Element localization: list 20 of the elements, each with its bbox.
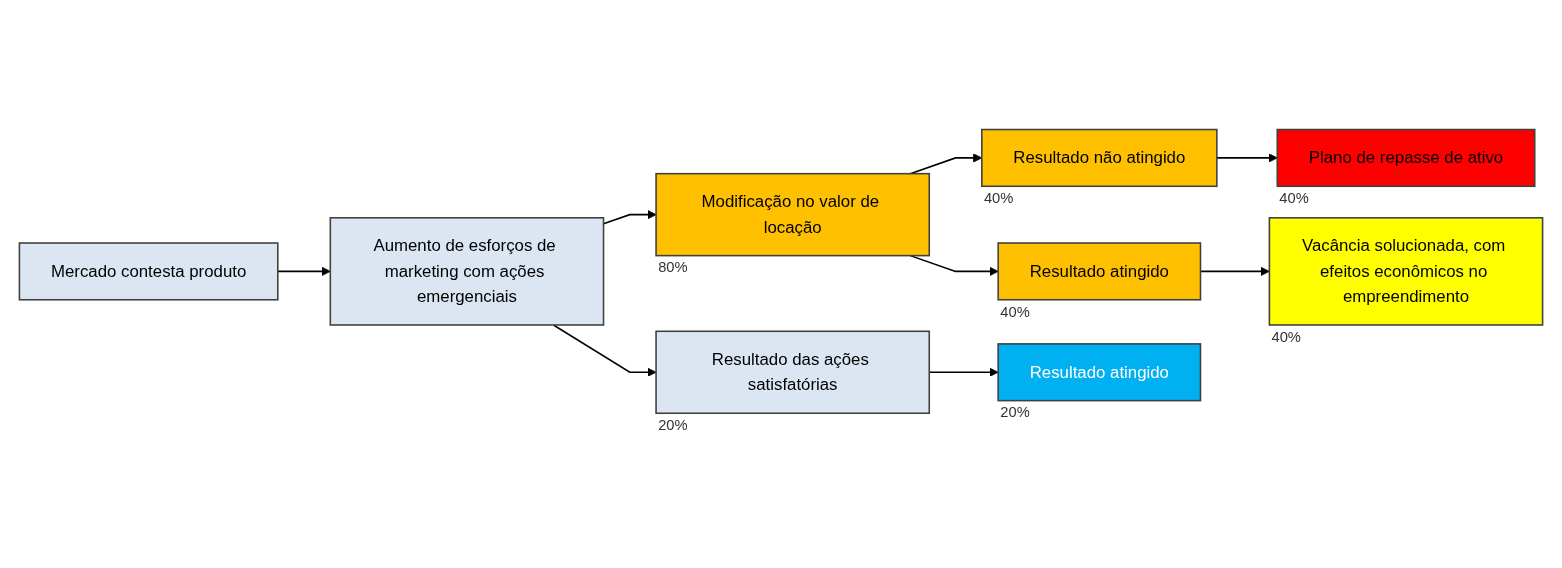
node-box: Plano de repasse de ativo [1276,128,1536,188]
arrow [909,254,999,276]
node-box: Aumento de esforços de marketing com ações emergenciais [329,217,605,326]
percentage-label: 40% [983,190,1014,207]
arrow [552,324,657,377]
node-box: Resultado não atingido [981,128,1218,188]
percentage-label: 40% [1000,303,1030,320]
arrow [277,266,331,276]
percentage-label: 40% [1271,328,1301,345]
node-box: Vacância solucionada, com efeitos econômicos no empreendimento [1268,217,1544,326]
node-box: Mercado contesta produto [18,242,279,301]
percentage-label: 20% [658,417,688,434]
arrow [1216,153,1278,163]
percentage-label: 80% [658,259,688,276]
node-box: Resultado das ações satisfatórias [655,330,931,415]
node-box: Modificação no valor de locação [655,172,931,257]
node-box: Resultado atingido [997,242,1202,301]
node-box: Resultado atingido [997,343,1202,402]
percentage-label: 40% [1279,190,1309,207]
percentage-label: 20% [1000,404,1030,421]
